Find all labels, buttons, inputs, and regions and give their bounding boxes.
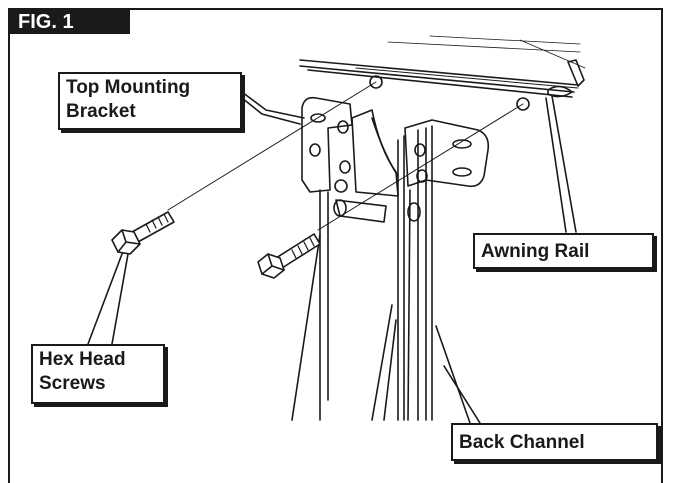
callout-top-mounting-bracket-line1: Top Mounting xyxy=(66,77,191,98)
leader-lines xyxy=(87,91,577,424)
hex-head-screw-lower xyxy=(257,103,524,279)
callout-awning-rail: Awning Rail xyxy=(473,233,654,269)
awning-rail xyxy=(299,35,586,98)
rail-hole-left xyxy=(369,75,383,89)
rail-hole-right xyxy=(516,97,530,111)
callout-hex-head-screws: Hex Head Screws xyxy=(31,344,165,404)
top-mounting-bracket xyxy=(301,96,490,223)
callout-back-channel: Back Channel xyxy=(451,423,658,461)
callout-top-mounting-bracket: Top Mounting Bracket xyxy=(58,72,242,130)
figure-label: FIG. 1 xyxy=(10,10,134,34)
callout-hex-head-screws-line1: Hex Head xyxy=(39,349,126,370)
callout-hex-head-screws-line2: Screws xyxy=(39,373,106,394)
callout-top-mounting-bracket-line2: Bracket xyxy=(66,101,136,122)
hex-head-screw-upper xyxy=(111,81,377,255)
